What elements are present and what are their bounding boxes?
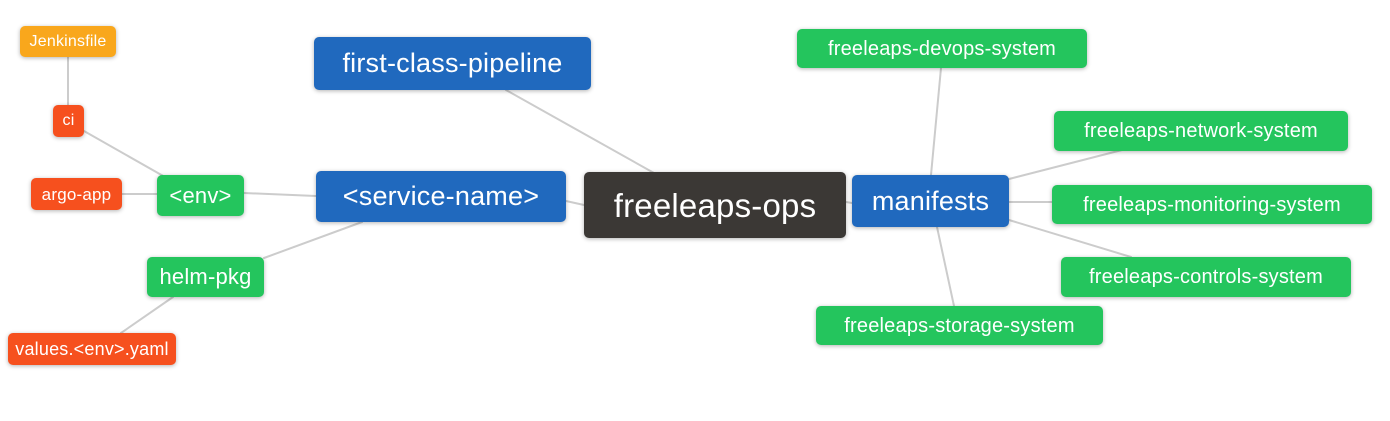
node-values-env-yaml[interactable]: values.<env>.yaml: [8, 333, 176, 365]
edge-manifests-to-freeleaps-storage-system: [936, 226, 955, 307]
node-ci[interactable]: ci: [53, 105, 84, 137]
node-argo-app[interactable]: argo-app: [31, 178, 122, 210]
edge-manifests-to-freeleaps-controls-system: [1008, 219, 1132, 258]
node-manifests[interactable]: manifests: [852, 175, 1009, 227]
node-service-name[interactable]: <service-name>: [316, 171, 566, 222]
edge-manifests-to-freeleaps-devops-system: [930, 67, 942, 176]
edge-service-name-to-freeleaps-ops: [565, 200, 585, 206]
edge-first-class-pipeline-to-freeleaps-ops: [505, 89, 655, 174]
node-freeleaps-storage-system[interactable]: freeleaps-storage-system: [816, 306, 1103, 345]
edge-service-name-to-helm-pkg: [263, 221, 363, 259]
edge-env-to-service-name: [243, 192, 317, 197]
node-helm-pkg[interactable]: helm-pkg: [147, 257, 264, 297]
node-jenkinsfile[interactable]: Jenkinsfile: [20, 26, 116, 57]
node-env[interactable]: <env>: [157, 175, 244, 216]
node-freeleaps-network-system[interactable]: freeleaps-network-system: [1054, 111, 1348, 151]
node-freeleaps-controls-system[interactable]: freeleaps-controls-system: [1061, 257, 1351, 297]
node-freeleaps-monitoring-system[interactable]: freeleaps-monitoring-system: [1052, 185, 1372, 224]
edge-ci-to-env: [83, 130, 166, 178]
edge-manifests-to-freeleaps-network-system: [1008, 149, 1123, 180]
node-freeleaps-devops-system[interactable]: freeleaps-devops-system: [797, 29, 1087, 68]
node-freeleaps-ops[interactable]: freeleaps-ops: [584, 172, 846, 238]
node-first-class-pipeline[interactable]: first-class-pipeline: [314, 37, 591, 90]
edge-helm-pkg-to-values-env-yaml: [120, 296, 174, 334]
